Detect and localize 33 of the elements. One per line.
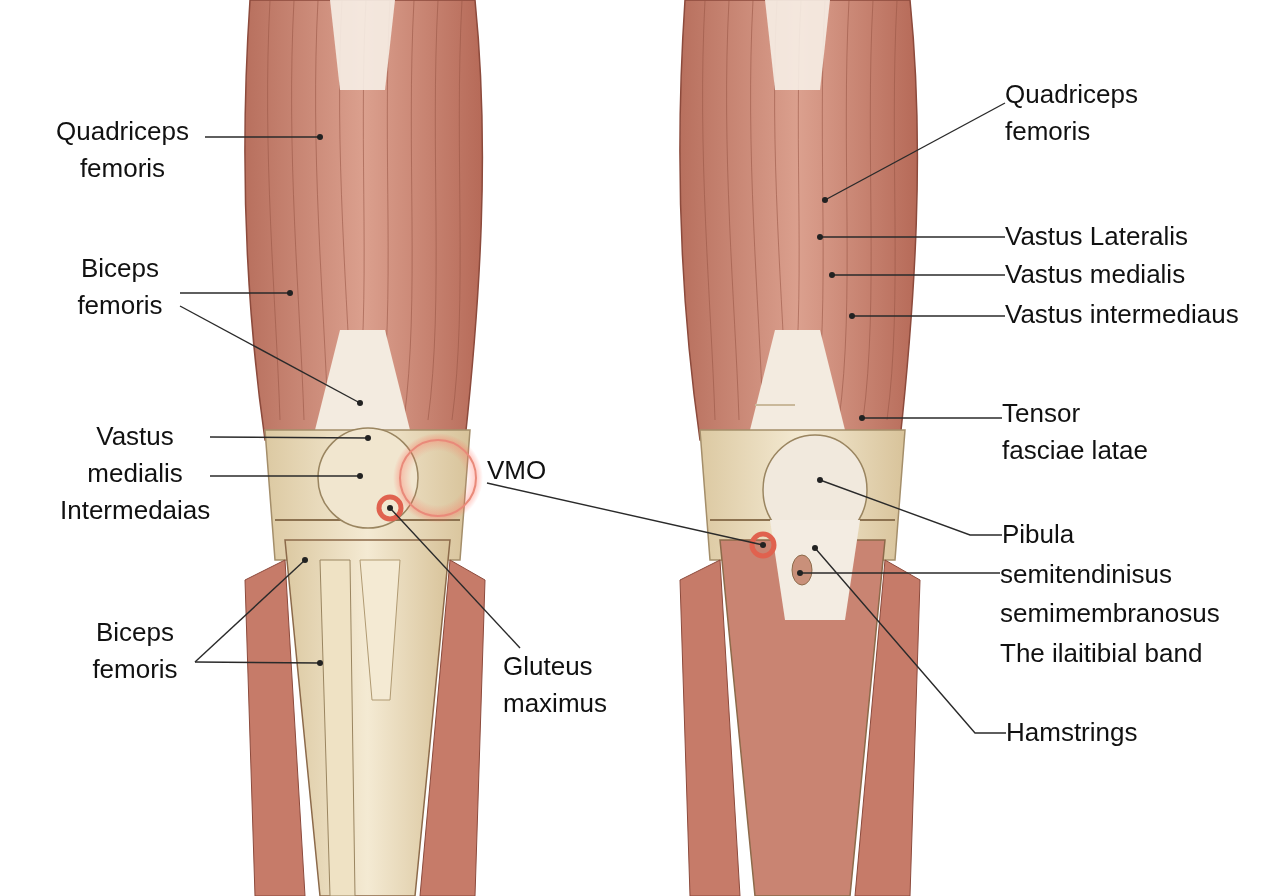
part-label: semitendinisus: [1000, 556, 1200, 593]
leader-line: [387, 505, 521, 649]
part-label: Biceps femoris: [60, 250, 180, 324]
leader-line: [822, 102, 1006, 203]
part-label: Quadriceps femoris: [1005, 76, 1185, 150]
leader-line: [849, 313, 1006, 319]
part-label: VMO: [487, 452, 557, 489]
part-label: Vastus medialis Intermedaias: [60, 418, 210, 529]
leader-line: [859, 415, 1003, 421]
leader-line: [829, 272, 1006, 278]
part-label: Biceps femoris: [75, 614, 195, 688]
part-label: Pibula: [1002, 516, 1122, 553]
part-label: Vastus intermediaus: [1005, 296, 1280, 333]
leader-line: [209, 435, 371, 441]
part-label: The ilaitibial band: [1000, 637, 1204, 670]
part-label: Hamstrings: [1006, 714, 1186, 751]
leader-line: [209, 473, 363, 479]
part-label: Vastus medialis: [1005, 256, 1225, 293]
part-label: Quadriceps femoris: [40, 113, 205, 187]
leader-line: [194, 557, 308, 663]
part-label: Tensor fasciae latae: [1002, 395, 1152, 469]
part-label: semimembranosus: [1000, 597, 1221, 630]
leader-line: [797, 570, 1001, 576]
leader-line: [179, 290, 293, 296]
leader-line: [179, 305, 363, 406]
part-label: Vastus Lateralis: [1005, 218, 1225, 255]
leader-line: [812, 545, 1007, 734]
leader-line: [486, 482, 766, 548]
leader-line: [817, 477, 1003, 536]
leader-line: [817, 234, 1006, 240]
leader-line: [194, 660, 323, 666]
leader-line: [204, 134, 323, 140]
part-label: Gluteus maximus: [503, 648, 663, 722]
